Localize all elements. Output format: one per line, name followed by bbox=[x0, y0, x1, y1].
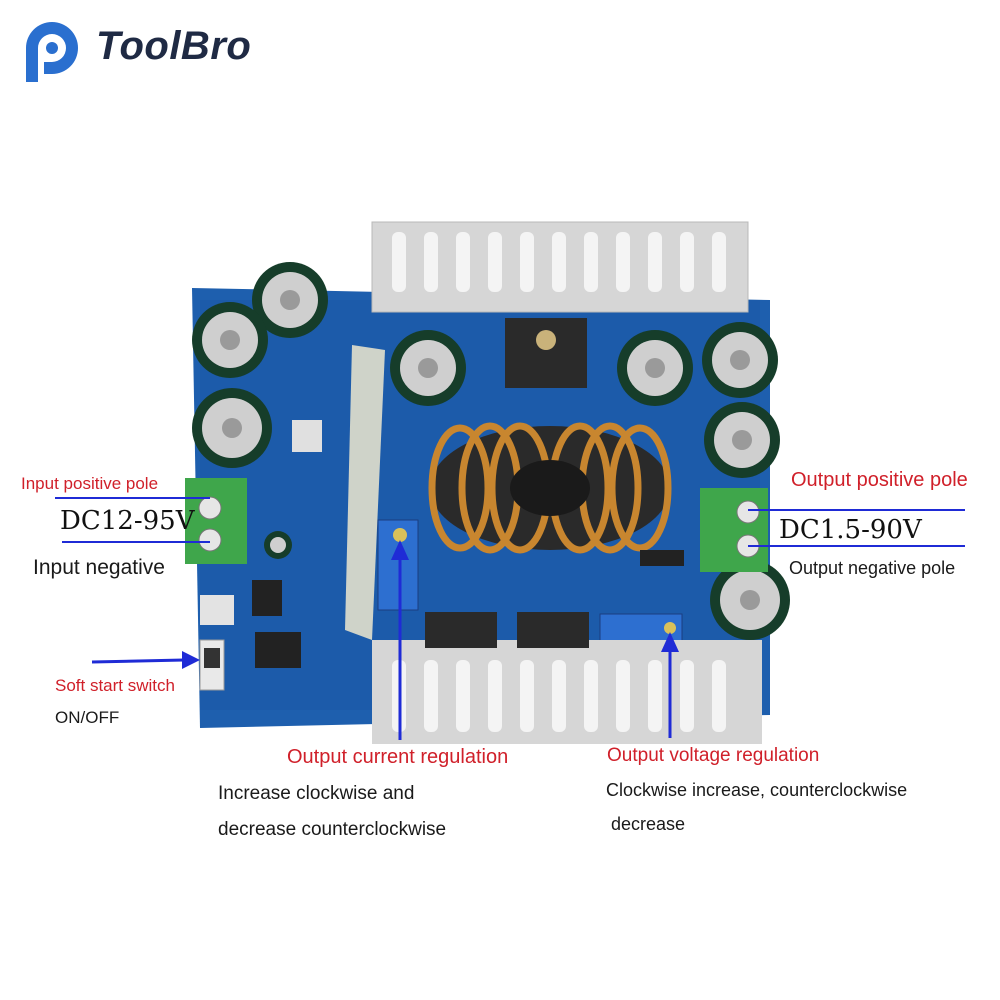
soft-start-state-label: ON/OFF bbox=[55, 708, 120, 727]
output-terminal-block bbox=[700, 488, 768, 572]
current-regulation-title: Output current regulation bbox=[287, 746, 509, 768]
toolbro-logo-icon bbox=[26, 22, 78, 82]
toroid-inductor bbox=[428, 422, 672, 554]
top-heatsink bbox=[371, 221, 749, 313]
voltage-regulation-arrow bbox=[661, 632, 679, 738]
voltage-regulation-line1: Clockwise increase, counterclockwise bbox=[606, 780, 908, 800]
capacitors bbox=[192, 262, 790, 640]
output-negative-label: Output negative pole bbox=[789, 558, 956, 578]
input-negative-label: Input negative bbox=[33, 556, 165, 579]
voltage-regulation-title: Output voltage regulation bbox=[607, 745, 820, 766]
mosfet-top bbox=[505, 318, 587, 388]
soft-start-label: Soft start switch bbox=[55, 676, 175, 695]
daughter-board bbox=[345, 345, 385, 640]
soft-start-arrow bbox=[91, 651, 200, 669]
output-voltage-label: DC1.5-90V bbox=[779, 515, 922, 545]
current-regulation-line2: decrease counterclockwise bbox=[218, 819, 447, 840]
bottom-heatsink bbox=[372, 640, 762, 744]
current-regulation-line1: Increase clockwise and bbox=[218, 783, 415, 804]
output-positive-label: Output positive pole bbox=[791, 469, 968, 491]
voltage-regulation-line2: decrease bbox=[611, 814, 686, 834]
input-voltage-label: DC12-95V bbox=[60, 506, 195, 536]
brand-name: ToolBro bbox=[96, 24, 252, 68]
input-terminal-block bbox=[185, 478, 247, 564]
current-regulation-arrow bbox=[391, 540, 409, 740]
input-positive-label: Input positive pole bbox=[21, 474, 159, 493]
